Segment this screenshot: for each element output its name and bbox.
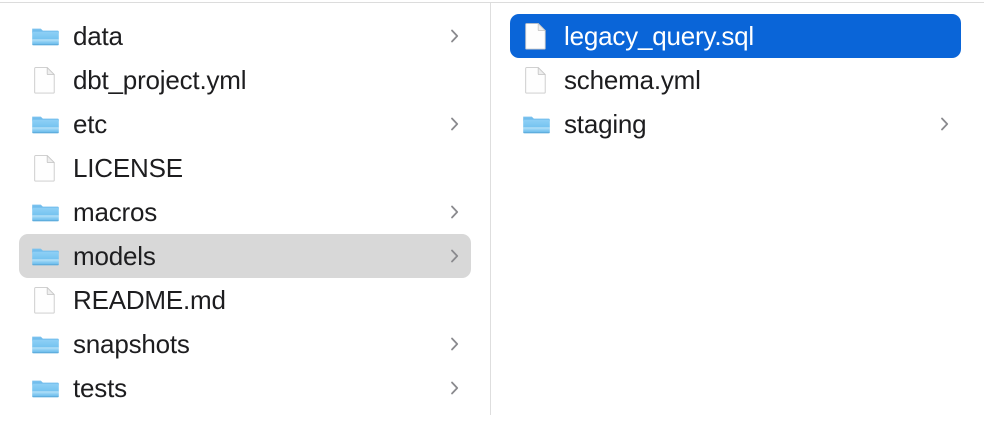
item-label: data <box>73 21 123 51</box>
chevron-right-icon[interactable] <box>939 114 951 134</box>
folder-icon <box>30 197 60 227</box>
chevron-spacer <box>939 70 951 90</box>
file-row[interactable]: LICENSE <box>19 146 471 190</box>
file-column-2: legacy_query.sql schema.yml staging <box>491 3 984 422</box>
chevron-right-icon[interactable] <box>449 246 461 266</box>
file-row[interactable]: README.md <box>19 278 471 322</box>
item-label: snapshots <box>73 329 190 359</box>
item-label: LICENSE <box>73 153 183 183</box>
document-icon <box>521 21 551 51</box>
item-label: README.md <box>73 285 226 315</box>
folder-row[interactable]: etc <box>19 102 471 146</box>
file-row[interactable]: schema.yml <box>510 58 961 102</box>
chevron-spacer <box>449 158 461 178</box>
folder-icon <box>30 373 60 403</box>
chevron-right-icon[interactable] <box>449 114 461 134</box>
item-label: legacy_query.sql <box>564 21 754 51</box>
file-row[interactable]: legacy_query.sql <box>510 14 961 58</box>
column-divider <box>490 3 491 415</box>
item-label: schema.yml <box>564 65 701 95</box>
document-icon <box>30 65 60 95</box>
top-divider <box>0 2 984 3</box>
file-row[interactable]: dbt_project.yml <box>19 58 471 102</box>
folder-icon <box>30 109 60 139</box>
folder-icon <box>30 21 60 51</box>
chevron-spacer <box>449 290 461 310</box>
item-label: models <box>73 241 156 271</box>
item-label: dbt_project.yml <box>73 65 247 95</box>
folder-icon <box>30 241 60 271</box>
chevron-right-icon[interactable] <box>449 334 461 354</box>
folder-row[interactable]: snapshots <box>19 322 471 366</box>
item-label: staging <box>564 109 647 139</box>
document-icon <box>30 285 60 315</box>
item-label: etc <box>73 109 108 139</box>
folder-icon <box>30 329 60 359</box>
chevron-right-icon[interactable] <box>449 378 461 398</box>
document-icon <box>30 153 60 183</box>
folder-row[interactable]: tests <box>19 366 471 410</box>
document-icon <box>521 65 551 95</box>
folder-icon <box>521 109 551 139</box>
folder-row[interactable]: staging <box>510 102 961 146</box>
folder-row[interactable]: macros <box>19 190 471 234</box>
chevron-right-icon[interactable] <box>449 26 461 46</box>
item-label: tests <box>73 373 127 403</box>
chevron-spacer <box>939 26 951 46</box>
item-label: macros <box>73 197 158 227</box>
chevron-right-icon[interactable] <box>449 202 461 222</box>
folder-row[interactable]: data <box>19 14 471 58</box>
folder-row[interactable]: models <box>19 234 471 278</box>
file-list-2: legacy_query.sql schema.yml staging <box>491 3 984 146</box>
chevron-spacer <box>449 70 461 90</box>
